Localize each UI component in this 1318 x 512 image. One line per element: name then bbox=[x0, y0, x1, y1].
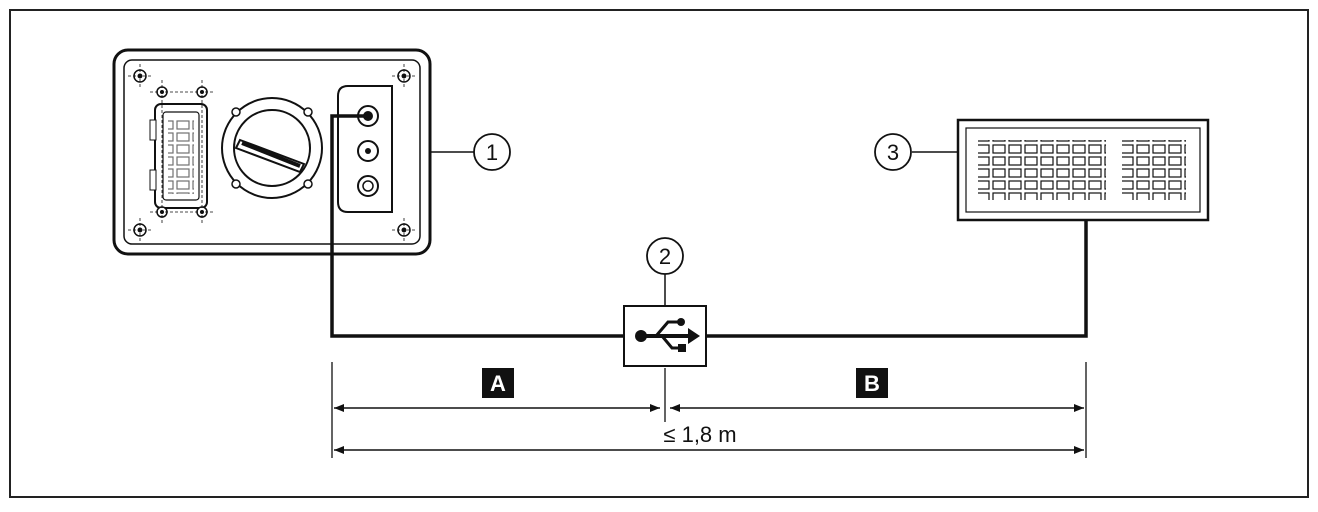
segment-label-a: A bbox=[490, 371, 506, 396]
round-socket bbox=[221, 97, 323, 199]
callout-number-2: 2 bbox=[659, 244, 671, 269]
callout-circle-3 bbox=[874, 133, 912, 171]
control-unit bbox=[112, 48, 432, 256]
keyboard bbox=[956, 118, 1210, 222]
callout-number-1: 1 bbox=[486, 140, 498, 165]
port-panel bbox=[337, 85, 393, 213]
segment-label-a-bg bbox=[482, 368, 514, 398]
cable-b bbox=[706, 220, 1088, 338]
dimension-lines bbox=[331, 362, 1087, 458]
callout-number-3: 3 bbox=[887, 140, 899, 165]
cable-a bbox=[330, 114, 624, 338]
usb-adapter bbox=[623, 305, 707, 367]
total-length-label: ≤ 1,8 m bbox=[663, 422, 736, 447]
screw-icon bbox=[128, 64, 416, 242]
callout-circle-1 bbox=[473, 133, 511, 171]
segment-label-b-bg bbox=[856, 368, 888, 398]
segment-label-b: B bbox=[864, 371, 880, 396]
usb-icon bbox=[635, 318, 700, 352]
callout-circle-2 bbox=[646, 237, 684, 275]
multipin-connector bbox=[149, 80, 214, 224]
